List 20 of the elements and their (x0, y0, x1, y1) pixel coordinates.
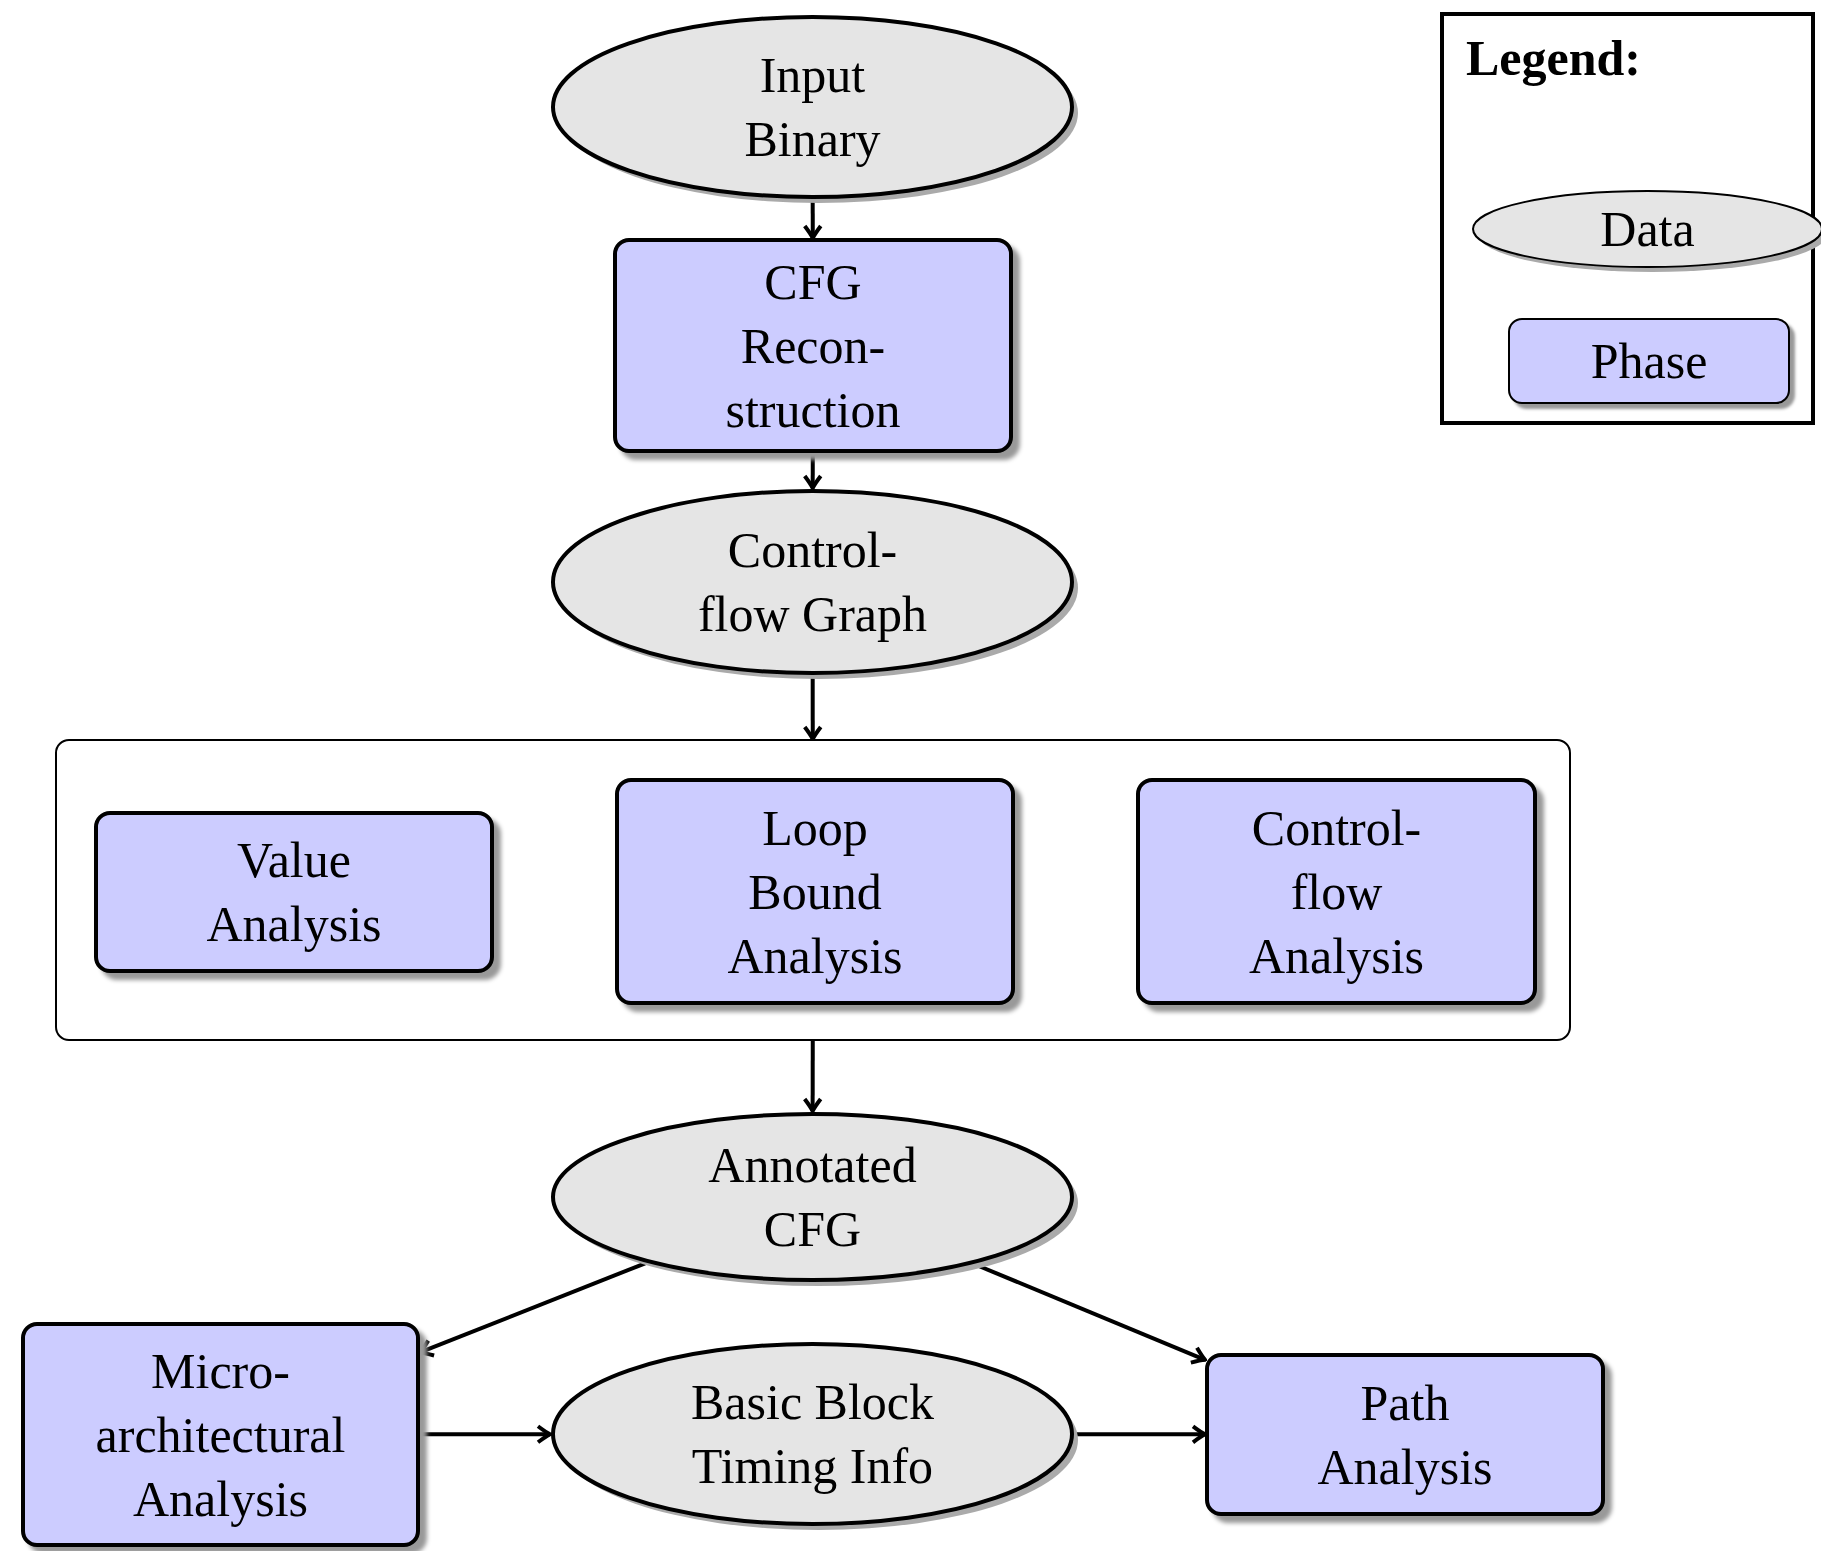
phase-box (94, 811, 494, 973)
phase-box (615, 778, 1015, 1005)
node-label: Value Analysis (205, 831, 383, 954)
node-label: Loop Bound Analysis (726, 798, 904, 986)
legend-text: Data (1600, 200, 1695, 258)
phase-box (613, 238, 1013, 453)
node-label: Micro- architectural Analysis (94, 1341, 347, 1529)
group-box (55, 739, 1571, 1041)
node-label: Path Analysis (1316, 1373, 1494, 1497)
node-label: Control- flow Graph (696, 521, 929, 644)
phase-box (1205, 1353, 1605, 1516)
node-label: Input Binary (743, 46, 882, 169)
phase-box (1136, 778, 1537, 1005)
legend-text: Phase (1590, 332, 1708, 390)
node-label: CFG Recon- struction (724, 252, 902, 440)
phase-box (21, 1322, 420, 1547)
node-label: Annotated CFG (707, 1136, 918, 1259)
node-label: Basic Block Timing Info (690, 1373, 935, 1496)
legend-title: Legend: (1466, 29, 1641, 88)
node-label: Control- flow Analysis (1248, 798, 1425, 986)
